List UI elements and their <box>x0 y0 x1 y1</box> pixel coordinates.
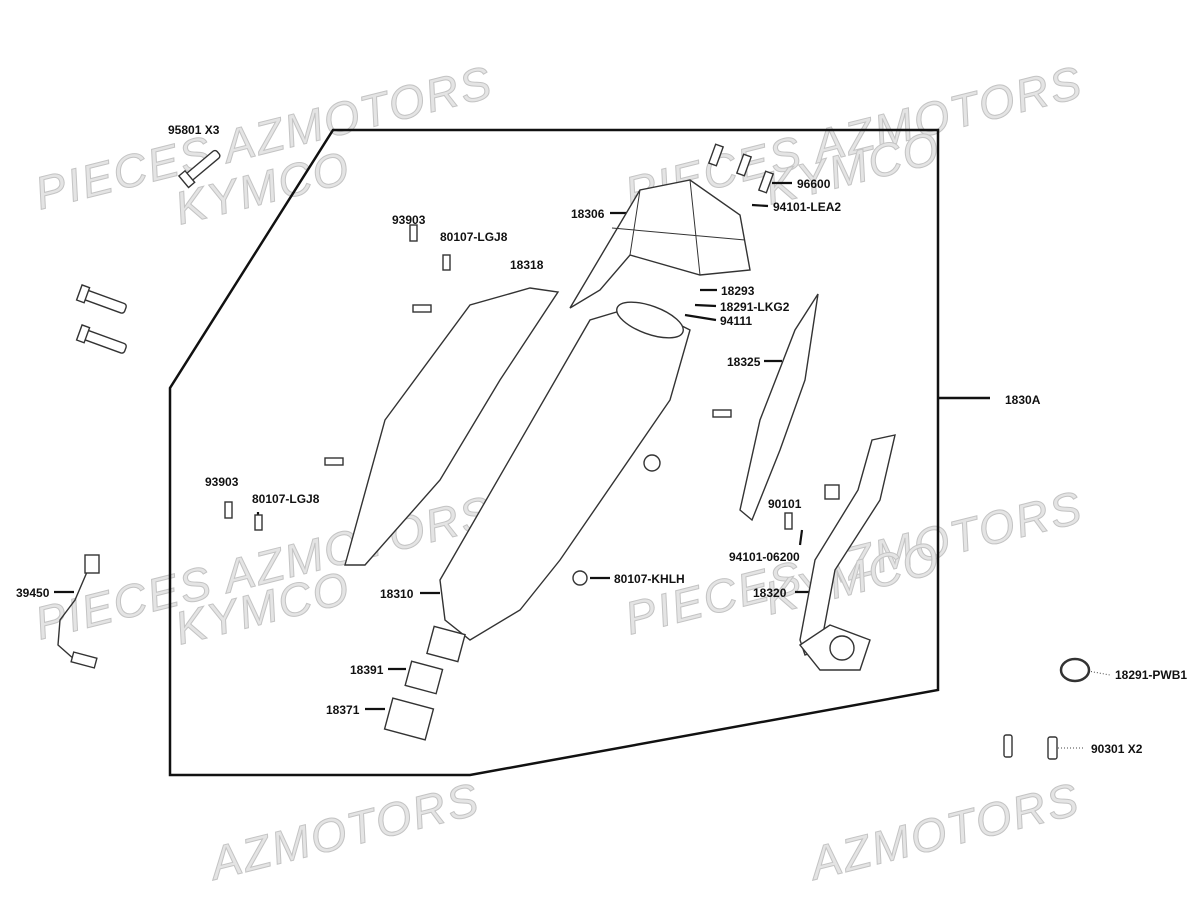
part-label-95801: 95801 X3 <box>168 123 220 137</box>
leader-18291-lkg2 <box>694 303 717 308</box>
part-label-18318: 18318 <box>510 258 544 272</box>
muffler-18310 <box>439 304 691 641</box>
bolt-95801 <box>177 149 221 189</box>
part-label-90101: 90101 <box>768 497 802 511</box>
part-label-94101-lea2: 94101-LEA2 <box>773 200 842 214</box>
part-label-94101-06200: 94101-06200 <box>729 550 800 564</box>
side-shield-18325 <box>739 293 819 522</box>
part-label-18306: 18306 <box>571 207 605 221</box>
gasket-18291-pwb1 <box>1059 657 1091 683</box>
assembly-boundary <box>168 128 940 777</box>
part-label-18391: 18391 <box>350 663 384 677</box>
part-label-18291-lkg2: 18291-LKG2 <box>720 300 790 314</box>
part-label-90301: 90301 X2 <box>1091 742 1143 756</box>
part-label-80107-lgj8: 80107-LGJ8 <box>440 230 508 244</box>
part-label-18291-pwb1: 18291-PWB1 <box>1115 668 1188 682</box>
leader-94101-06200 <box>798 529 804 546</box>
part-label-93903: 93903 <box>205 475 239 489</box>
part-label-18310: 18310 <box>380 587 414 601</box>
side-cover-18318 <box>344 287 560 566</box>
part-label-18325: 18325 <box>727 355 761 369</box>
o2-sensor-39450 <box>57 564 96 666</box>
part-label-18371: 18371 <box>326 703 360 717</box>
exhaust-pipe-18320 <box>799 434 896 656</box>
leader-94101-lea2 <box>751 203 769 208</box>
bolt-spare-2 <box>75 324 127 354</box>
part-label-93903: 93903 <box>392 213 426 227</box>
part-label-80107-khlh: 80107-KHLH <box>614 572 685 586</box>
part-label-18320: 18320 <box>753 586 787 600</box>
seal-18391 <box>404 660 444 695</box>
bolt-96600 <box>757 170 775 194</box>
part-label-1830a: 1830A <box>1005 393 1041 407</box>
part-label-80107-lgj8: 80107-LGJ8 <box>252 492 320 506</box>
part-label-94111: 94111 <box>720 314 753 328</box>
heat-shield-18306 <box>569 179 751 309</box>
part-label-96600: 96600 <box>797 177 831 191</box>
bolt-spare-1 <box>75 284 127 314</box>
tip-18391 <box>426 625 466 663</box>
screw-90301 <box>1047 736 1058 760</box>
screw-90301 <box>1003 734 1013 758</box>
leader-94111 <box>684 313 717 322</box>
end-18371 <box>383 697 435 741</box>
nut-80107-khlh <box>572 570 588 586</box>
part-label-39450: 39450 <box>16 586 50 600</box>
part-label-18293: 18293 <box>721 284 755 298</box>
